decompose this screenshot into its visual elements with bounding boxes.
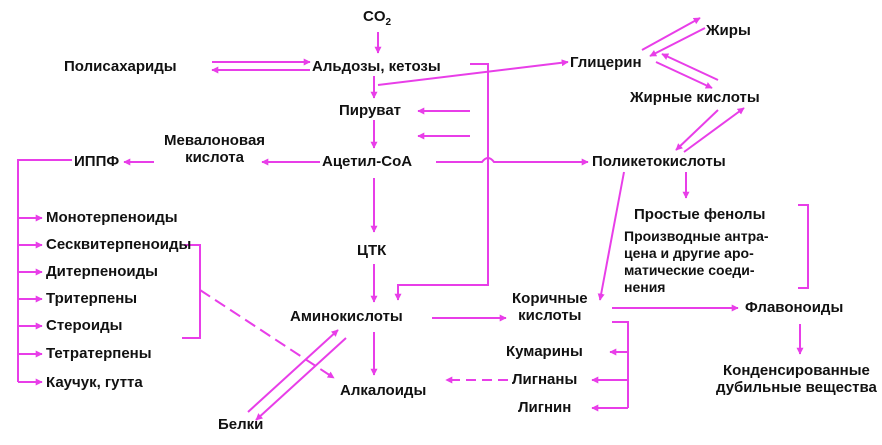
edge-aldoses-aminoacids xyxy=(394,63,489,301)
node-co2-subscript: 2 xyxy=(385,17,392,28)
node-simple-phenols: Простые фенолы xyxy=(634,206,766,223)
node-steroids: Стероиды xyxy=(46,317,123,334)
bracket-aromatics xyxy=(798,204,809,289)
node-acetyl-coa: Ацетил-СоА xyxy=(322,153,413,170)
node-tca: ЦТК xyxy=(357,242,387,259)
node-triterpenes: Тритерпены xyxy=(46,290,138,307)
edge-glycerol-to-fats xyxy=(641,17,701,51)
node-proteins: Белки xyxy=(218,416,264,433)
node-co2-base: CO xyxy=(363,8,386,25)
edge-proteins-to-aminoacids xyxy=(247,329,339,413)
node-pyruvate: Пируват xyxy=(339,102,402,119)
node-mevalonic-acid: Мевалоновая кислота xyxy=(164,132,266,166)
node-cinnamic-acids: Коричные кислоты xyxy=(512,290,588,324)
edge-polyketo-cinnamic xyxy=(597,171,625,301)
edge-ippf-tree xyxy=(17,159,72,382)
node-sesquiterpenoids: Сесквитерпеноиды xyxy=(46,236,192,253)
node-anthracene-derivatives: Производные антра- цена и другие аро- ма… xyxy=(624,228,769,295)
edge-fats-to-glycerol xyxy=(649,27,706,57)
edge-aminoacids-to-proteins xyxy=(255,337,347,421)
edge-acetylcoa-polyketo xyxy=(436,157,589,166)
bracket-cinnamic xyxy=(612,321,629,408)
node-fats: Жиры xyxy=(706,22,751,39)
edge-fattyacids-to-polyketo xyxy=(675,109,719,151)
node-co2: CO2 xyxy=(363,8,391,31)
node-ippf: ИППФ xyxy=(74,153,120,170)
edge-terpenoids-alkaloids xyxy=(199,289,335,379)
node-lignans: Лигнаны xyxy=(512,371,578,388)
node-lignin: Лигнин xyxy=(518,399,572,416)
edge-polyketo-to-fattyacids xyxy=(683,107,745,153)
edge-glycerol-to-fattyacids xyxy=(655,61,713,89)
node-glycerol: Глицерин xyxy=(570,54,642,71)
node-aldoses-ketoses: Альдозы, кетозы xyxy=(312,58,441,75)
node-monoterpenoids: Монотерпеноиды xyxy=(46,209,178,226)
bracket-terpenoids xyxy=(182,244,201,339)
node-tetraterpenes: Тетратерпены xyxy=(46,345,152,362)
node-flavonoids: Флавоноиды xyxy=(745,299,844,316)
node-amino-acids: Аминокислоты xyxy=(290,308,403,325)
node-coumarins: Кумарины xyxy=(506,343,583,360)
node-alkaloids: Алкалоиды xyxy=(340,382,427,399)
node-condensed-tannins: Конденсированные дубильные вещества xyxy=(716,362,877,396)
node-diterpenoids: Дитерпеноиды xyxy=(46,263,158,280)
node-polysaccharides: Полисахариды xyxy=(64,58,177,75)
edge-fattyacids-to-glycerol xyxy=(661,53,719,81)
node-fatty-acids: Жирные кислоты xyxy=(630,89,760,106)
node-polyketoacids: Поликетокислоты xyxy=(592,153,726,170)
node-rubber-gutta: Каучук, гутта xyxy=(46,374,143,391)
edge-aldoses-glycerol xyxy=(377,59,569,86)
